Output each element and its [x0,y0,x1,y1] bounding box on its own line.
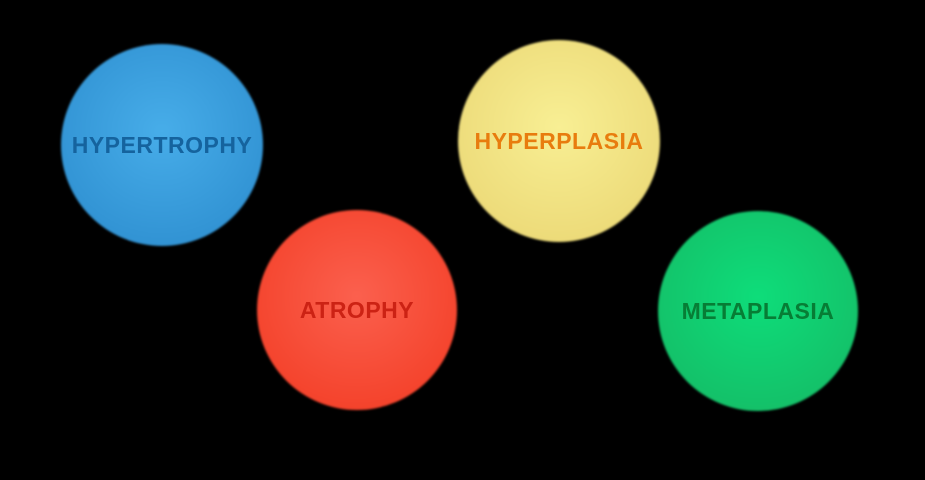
bubble-hypertrophy-label: HYPERTROPHY [71,131,253,158]
bubble-atrophy-fill [257,210,457,410]
bubble-hyperplasia-fill [458,40,660,242]
bubble-metaplasia: METAPLASIA [658,211,858,411]
bubble-atrophy: ATROPHY [257,210,457,410]
bubble-hyperplasia-label: HYPERPLASIA [474,127,644,154]
bubble-hypertrophy-fill [61,44,263,246]
bubble-hypertrophy: HYPERTROPHY [61,44,263,246]
bubble-hyperplasia: HYPERPLASIA [458,40,660,242]
bubble-metaplasia-fill [658,211,858,411]
bubble-metaplasia-label: METAPLASIA [681,297,835,324]
bubble-atrophy-label: ATROPHY [299,296,415,323]
